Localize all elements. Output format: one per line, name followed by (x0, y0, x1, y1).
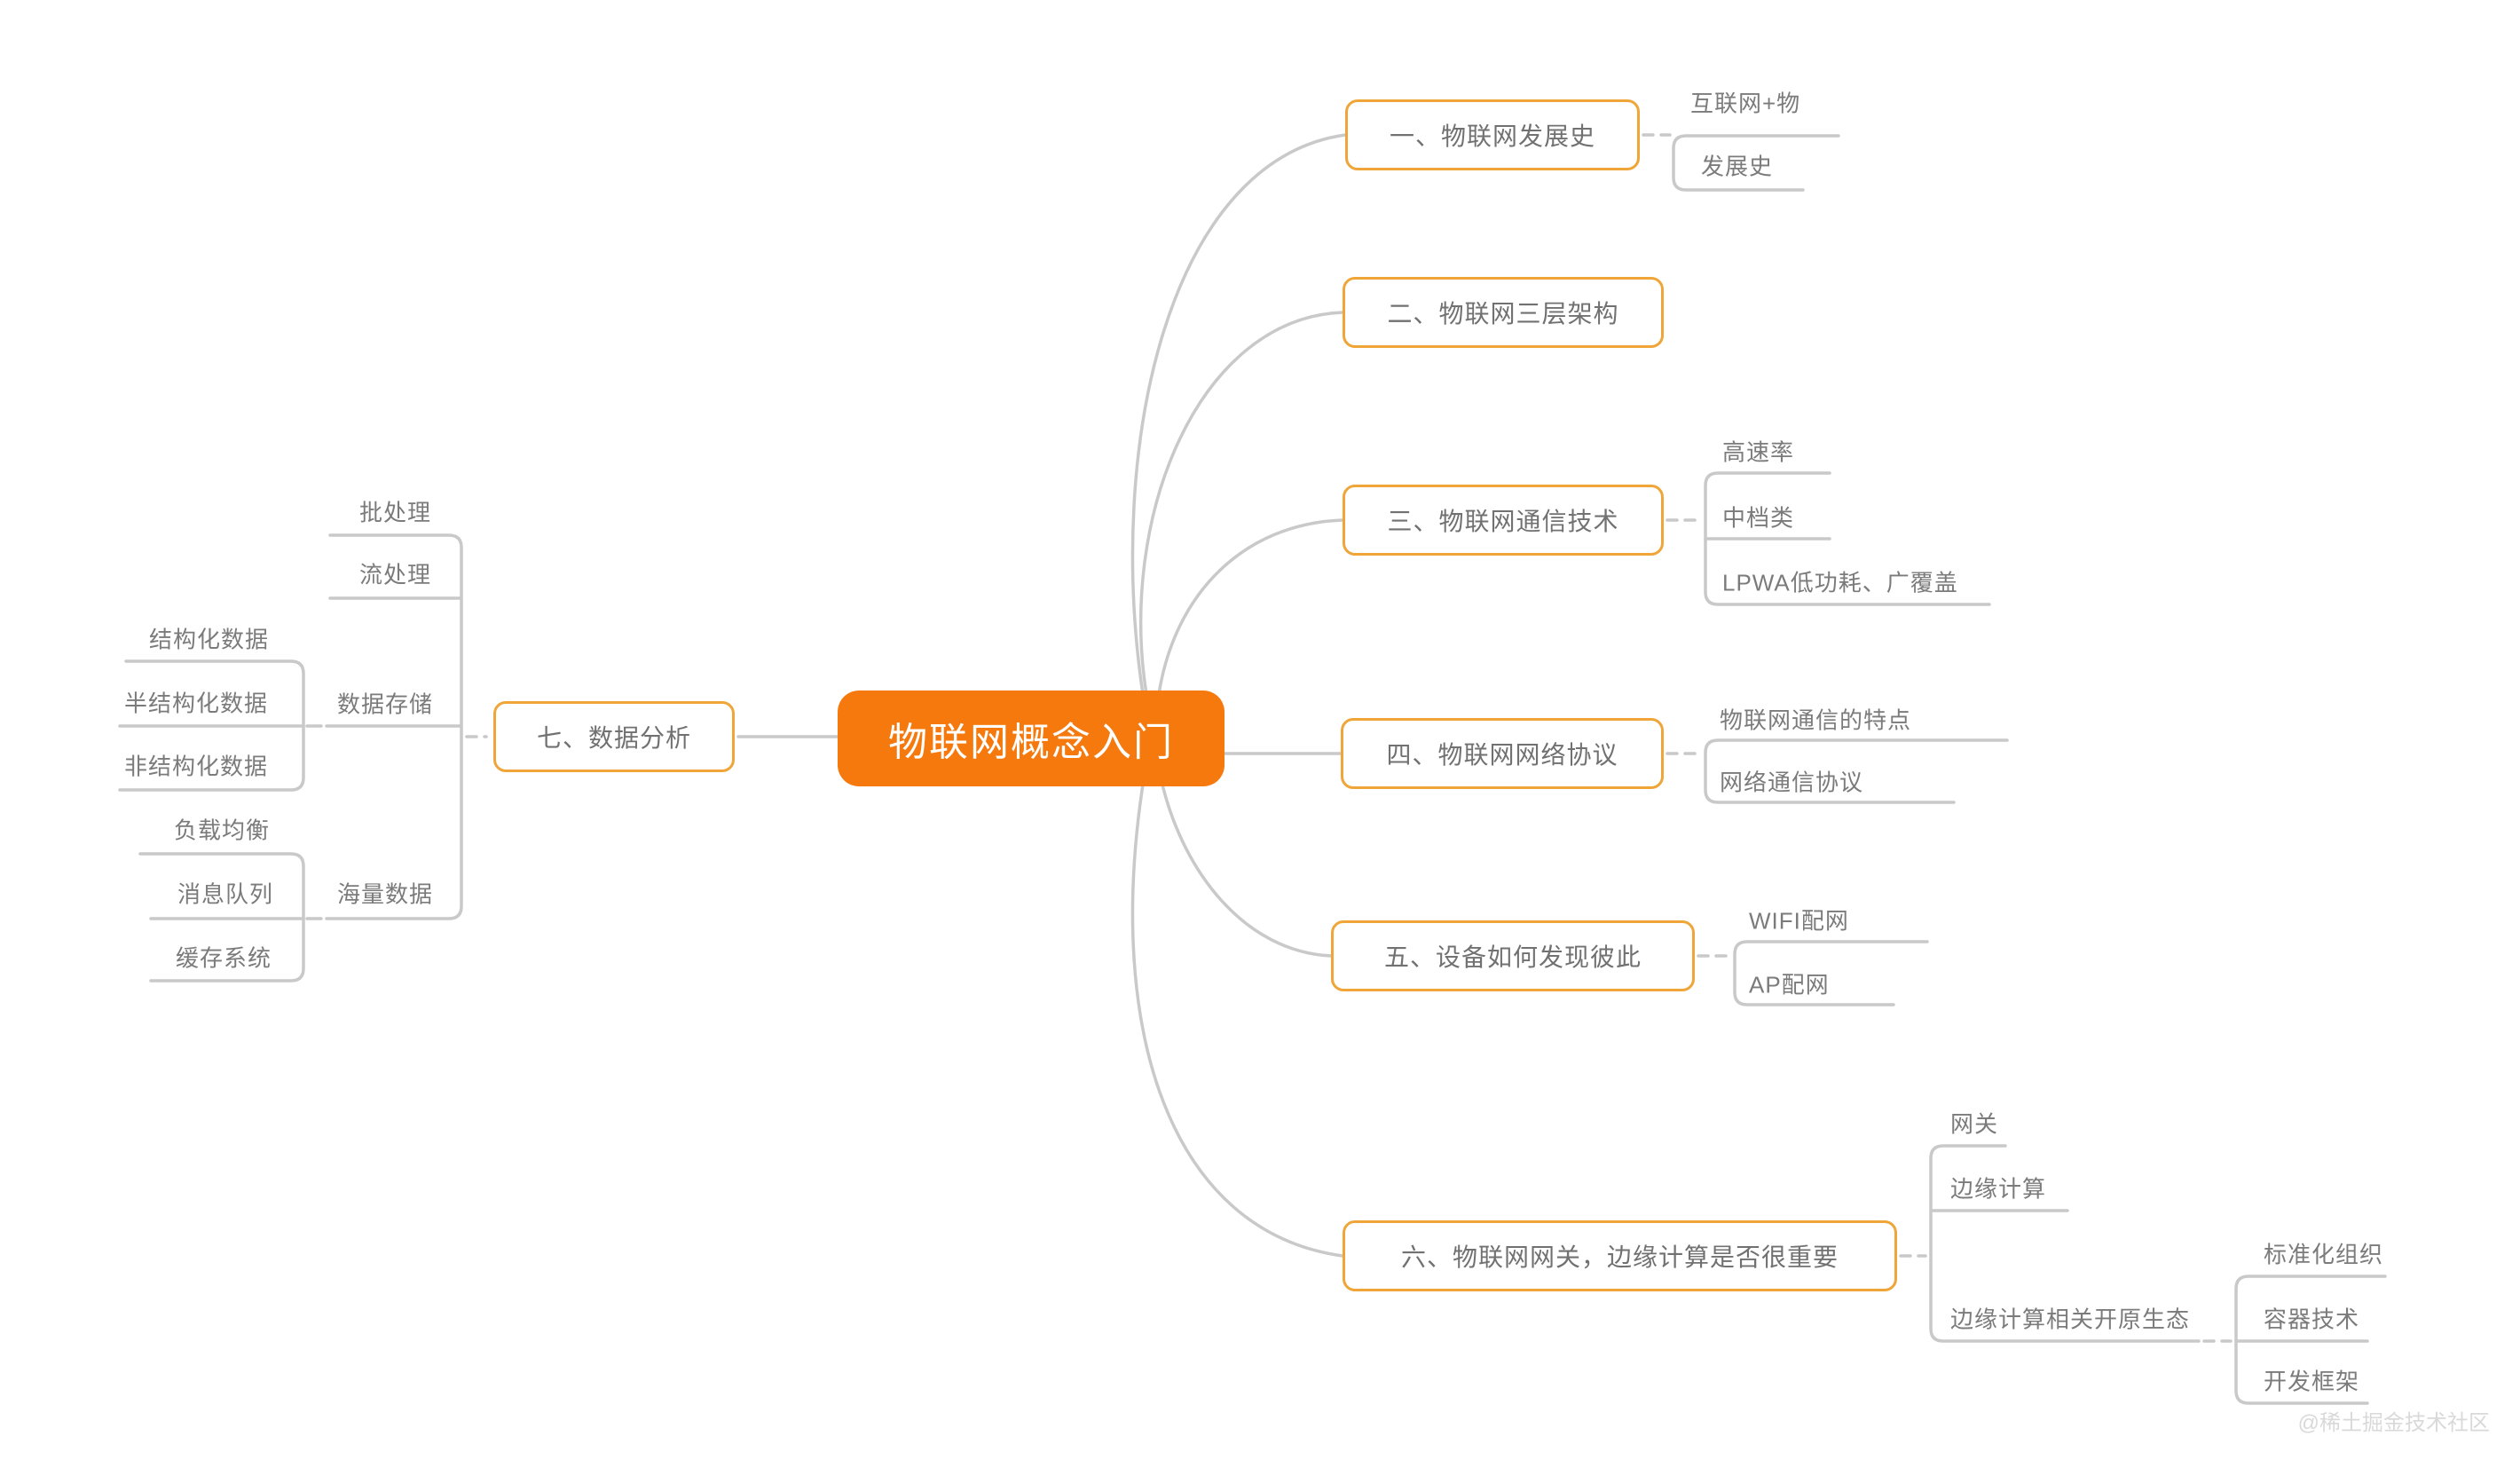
subtopic-mid-range[interactable]: 中档类 (1722, 504, 1795, 532)
subtopic-stream-processing[interactable]: 流处理 (359, 561, 432, 588)
subtopic-semi-structured-data[interactable]: 半结构化数据 (124, 690, 269, 717)
subtopic-iot-comm-features[interactable]: 物联网通信的特点 (1720, 706, 1912, 734)
subtopic-message-queue[interactable]: 消息队列 (177, 880, 274, 908)
connector-branch1-children (1672, 134, 1840, 192)
topic-branch1[interactable]: 一、物联网发展史 (1345, 99, 1640, 170)
subtopic-load-balancing[interactable]: 负载均衡 (174, 817, 271, 844)
topic-branch2[interactable]: 二、物联网三层架构 (1343, 277, 1664, 348)
subtopic-unstructured-data[interactable]: 非结构化数据 (124, 753, 269, 780)
subtopic-internet-plus-things[interactable]: 互联网+物 (1690, 90, 1801, 117)
topic-branch6[interactable]: 六、物联网网关，边缘计算是否很重要 (1343, 1220, 1897, 1291)
subtopic-gateway[interactable]: 网关 (1950, 1110, 1999, 1138)
connector-branch5-children (1733, 940, 1929, 1006)
subtopic-development-history[interactable]: 发展史 (1701, 153, 1774, 180)
subtopic-ap-provisioning[interactable]: AP配网 (1749, 971, 1830, 998)
subtopic-mass-data[interactable]: 海量数据 (337, 880, 434, 908)
topic-branch5[interactable]: 五、设备如何发现彼此 (1331, 920, 1695, 991)
juejin-watermark: @稀土掘金技术社区 (2297, 1411, 2490, 1435)
subtopic-structured-data[interactable]: 结构化数据 (149, 626, 270, 653)
subtopic-batch-processing[interactable]: 批处理 (359, 499, 432, 526)
subtopic-lpwa[interactable]: LPWA低功耗、广覆盖 (1722, 569, 1958, 596)
subtopic-container-tech[interactable]: 容器技术 (2264, 1306, 2360, 1333)
subtopic-edge-computing[interactable]: 边缘计算 (1950, 1175, 2047, 1203)
connector-root-branch1 (1130, 133, 1347, 696)
connector-root-branch2 (1138, 311, 1344, 696)
subtopic-dev-framework[interactable]: 开发框架 (2264, 1368, 2360, 1395)
subtopic-standards-org[interactable]: 标准化组织 (2264, 1241, 2384, 1268)
topic-branch3[interactable]: 三、物联网通信技术 (1343, 485, 1664, 556)
connector-branch6-children (1929, 1144, 2201, 1343)
topic-branch7[interactable]: 七、数据分析 (493, 701, 735, 772)
subtopic-data-storage[interactable]: 数据存储 (337, 691, 434, 718)
root-topic[interactable]: 物联网概念入门 (838, 691, 1225, 786)
subtopic-high-rate[interactable]: 高速率 (1722, 438, 1795, 466)
connector-root-branch5 (1161, 783, 1333, 958)
connector-root-branch3 (1157, 518, 1344, 696)
subtopic-cache-system[interactable]: 缓存系统 (176, 944, 272, 972)
subtopic-edge-open-ecosystem[interactable]: 边缘计算相关开原生态 (1950, 1306, 2191, 1333)
connector-root-branch6 (1130, 783, 1344, 1258)
subtopic-network-protocols[interactable]: 网络通信协议 (1720, 769, 1864, 796)
subtopic-wifi-provisioning[interactable]: WIFI配网 (1749, 907, 1849, 935)
topic-branch4[interactable]: 四、物联网网络协议 (1341, 718, 1664, 789)
connector-branch4-children (1704, 738, 2009, 804)
